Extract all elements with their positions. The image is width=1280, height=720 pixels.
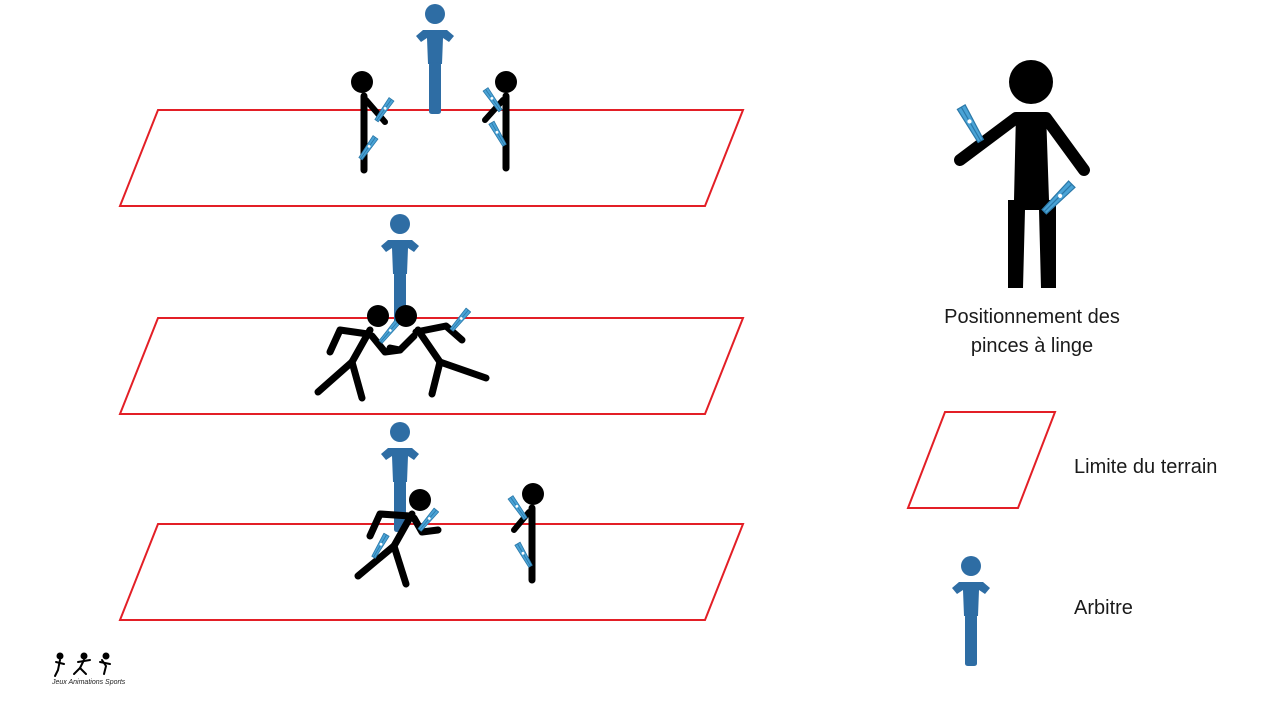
pin-position-label: pinces à linge (971, 335, 1093, 357)
referee-figure (416, 4, 454, 114)
player-figure (507, 483, 544, 584)
running-player-figure (386, 305, 490, 398)
field-boundary (118, 523, 745, 621)
field-boundary (118, 317, 745, 415)
legend-referee-figure (952, 556, 990, 666)
pin-position-player-figure (954, 60, 1090, 288)
player-figure (482, 71, 517, 172)
logo-text: Jeux Animations Sports (51, 679, 126, 686)
running-player-figure (354, 489, 442, 588)
pin-position-label: Positionnement des (944, 306, 1120, 328)
legend-field-boundary (906, 411, 1057, 509)
referee-label: Arbitre (1074, 597, 1133, 619)
clothespin-icon (956, 104, 986, 144)
legend: Positionnement des pinces à linge Limite… (906, 60, 1217, 666)
scene-2 (118, 214, 745, 415)
logo: Jeux Animations Sports (51, 652, 126, 686)
player-figure (351, 71, 395, 174)
field-limit-label: Limite du terrain (1074, 456, 1217, 478)
scene-1 (118, 4, 745, 207)
running-player-figure (314, 305, 404, 402)
scene-3 (118, 422, 745, 621)
field-boundary (118, 109, 745, 207)
clothespin-icon (448, 307, 472, 333)
